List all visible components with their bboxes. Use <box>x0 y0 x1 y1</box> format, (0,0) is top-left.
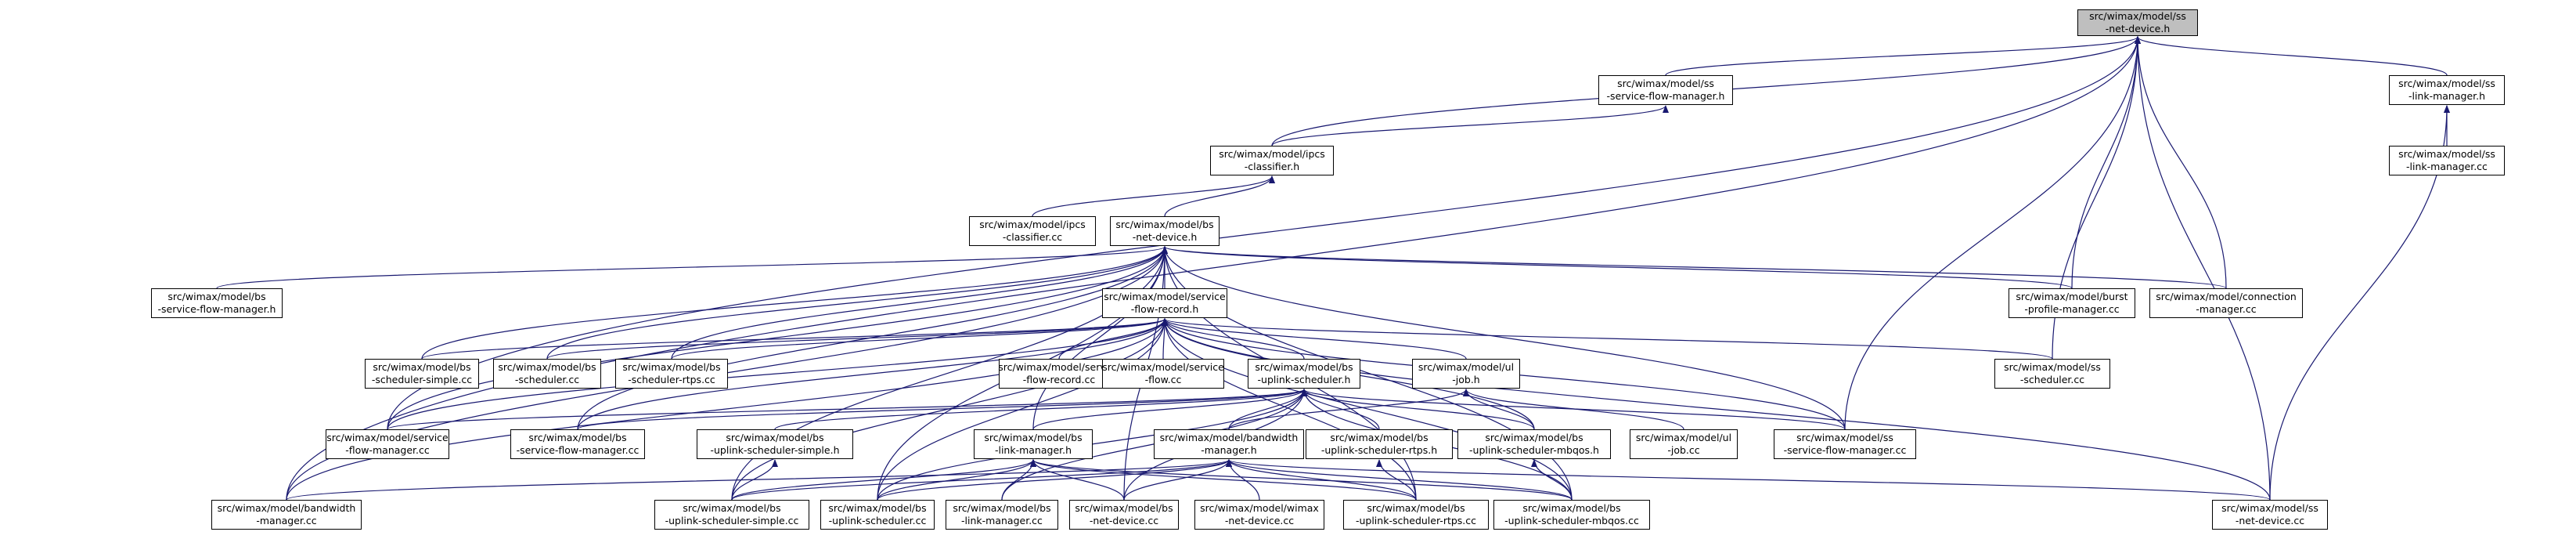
dependency-edge <box>387 389 1307 430</box>
node-ss-net-device-h: src/wimax/model/ss-net-device.h <box>2077 9 2198 36</box>
node-bs-uplink-scheduler-mbqos-cc[interactable]: src/wimax/model/bs-uplink-scheduler-mbqo… <box>1493 500 1650 530</box>
dependency-edge <box>1162 246 1846 430</box>
dependency-edge <box>1032 175 1275 217</box>
dependency-edge <box>2071 36 2141 289</box>
node-ul-job-h[interactable]: src/wimax/model/ul-job.h <box>1412 359 1520 389</box>
dependency-edge <box>546 246 1168 360</box>
dependency-edge <box>1271 105 1669 147</box>
node-service-flow-cc[interactable]: src/wimax/model/service-flow.cc <box>1102 359 1224 389</box>
dependency-edge <box>1162 318 1417 501</box>
dependency-edge <box>1226 459 1573 501</box>
node-bs-uplink-scheduler-simple-h[interactable]: src/wimax/model/bs-uplink-scheduler-simp… <box>697 429 853 459</box>
dependency-edge <box>421 318 1168 360</box>
node-bandwidth-manager-cc[interactable]: src/wimax/model/bandwidth-manager.cc <box>211 500 362 530</box>
dependency-edge <box>286 318 1168 501</box>
node-service-flow-manager-cc[interactable]: src/wimax/model/service-flow-manager.cc <box>326 429 449 459</box>
dependency-edge <box>2135 36 2271 501</box>
node-ss-service-flow-manager-cc[interactable]: src/wimax/model/ss-service-flow-manager.… <box>1774 429 1916 459</box>
node-burst-profile-manager-cc[interactable]: src/wimax/model/burst-profile-manager.cc <box>2009 288 2135 318</box>
node-ss-service-flow-manager-h[interactable]: src/wimax/model/ss-service-flow-manager.… <box>1598 75 1733 105</box>
dependency-edge <box>1162 246 2227 289</box>
dependency-edge <box>1463 389 1684 430</box>
dependency-edge <box>671 318 1168 360</box>
node-bs-link-manager-cc[interactable]: src/wimax/model/bs-link-manager.cc <box>946 500 1058 530</box>
dependency-edge <box>774 389 1307 430</box>
dependency-edge <box>731 459 1036 501</box>
dependency-edge <box>877 318 1168 501</box>
dependency-edge <box>1162 318 1573 501</box>
node-ul-job-cc[interactable]: src/wimax/model/ul-job.cc <box>1630 429 1738 459</box>
node-bs-uplink-scheduler-rtps-cc[interactable]: src/wimax/model/bs-uplink-scheduler-rtps… <box>1343 500 1489 530</box>
node-bs-uplink-scheduler-rtps-h[interactable]: src/wimax/model/bs-uplink-scheduler-rtps… <box>1306 429 1453 459</box>
node-ipcs-classifier-h[interactable]: src/wimax/model/ipcs-classifier.h <box>1210 146 1334 175</box>
node-bs-uplink-scheduler-mbqos-h[interactable]: src/wimax/model/bs-uplink-scheduler-mbqo… <box>1457 429 1611 459</box>
dependency-edge <box>1228 389 1469 430</box>
dependency-edge <box>1164 175 1275 217</box>
node-bandwidth-manager-h[interactable]: src/wimax/model/bandwidth-manager.h <box>1154 429 1304 459</box>
dependency-edge <box>1844 36 2141 430</box>
node-bs-scheduler-simple-cc[interactable]: src/wimax/model/bs-scheduler-simple.cc <box>365 359 479 389</box>
dependency-edge <box>1030 459 1417 501</box>
dependency-edge <box>1001 389 1307 501</box>
node-wimax-net-device-cc[interactable]: src/wimax/model/wimax-net-device.cc <box>1194 500 1324 530</box>
dependency-edge <box>1162 318 2271 501</box>
node-ss-net-device-cc[interactable]: src/wimax/model/ss-net-device.cc <box>2212 500 2328 530</box>
dependency-edge <box>877 459 1036 501</box>
dependency-edge <box>286 459 1232 501</box>
node-ipcs-classifier-cc[interactable]: src/wimax/model/ipcs-classifier.cc <box>969 216 1096 246</box>
node-bs-scheduler-cc[interactable]: src/wimax/model/bs-scheduler.cc <box>493 359 601 389</box>
dependency-edge <box>1162 318 2053 360</box>
dependency-edge <box>387 246 1168 430</box>
dependency-edge <box>387 36 2141 430</box>
node-bs-uplink-scheduler-h[interactable]: src/wimax/model/bs-uplink-scheduler.h <box>1248 359 1360 389</box>
dependency-edge <box>2135 36 2227 289</box>
dependency-edge <box>1665 36 2141 76</box>
dependency-edge <box>1032 246 1168 430</box>
dependency-edge <box>1162 318 1305 360</box>
dependency-edge <box>1376 459 1417 501</box>
node-bs-scheduler-rtps-cc[interactable]: src/wimax/model/bs-scheduler-rtps.cc <box>615 359 728 389</box>
dependency-edge <box>671 246 1168 360</box>
dependency-edge <box>1162 318 1467 360</box>
dependency-edge <box>387 318 1168 430</box>
dependency-edge <box>577 389 1307 430</box>
node-bs-net-device-cc[interactable]: src/wimax/model/bs-net-device.cc <box>1069 500 1179 530</box>
dependency-edge <box>1032 389 1307 430</box>
dependency-edge <box>421 246 1168 360</box>
node-service-flow-record-cc[interactable]: src/wimax/model/service-flow-record.cc <box>998 359 1120 389</box>
node-bs-service-flow-manager-h[interactable]: src/wimax/model/bs-service-flow-manager.… <box>151 288 283 318</box>
dependency-edge <box>577 318 1168 430</box>
node-bs-net-device-h[interactable]: src/wimax/model/bs-net-device.h <box>1110 216 1220 246</box>
dependency-edge <box>1226 459 1417 501</box>
dependency-edge <box>877 459 1232 501</box>
dependency-edge <box>1301 389 1535 430</box>
dependency-edge <box>1226 459 2271 501</box>
dependency-edge <box>1058 318 1168 360</box>
node-bs-uplink-scheduler-simple-cc[interactable]: src/wimax/model/bs-uplink-scheduler-simp… <box>654 500 809 530</box>
dependency-edge <box>546 318 1168 360</box>
node-bs-uplink-scheduler-cc[interactable]: src/wimax/model/bs-uplink-scheduler.cc <box>820 500 935 530</box>
dependency-edge <box>216 246 1168 289</box>
dependency-edge <box>1001 459 1036 501</box>
dependency-edge <box>286 36 2141 501</box>
node-service-flow-record-h[interactable]: src/wimax/model/service-flow-record.h <box>1102 288 1227 318</box>
dependency-edge <box>731 459 1232 501</box>
node-ss-link-manager-h[interactable]: src/wimax/model/ss-link-manager.h <box>2389 75 2505 105</box>
dependency-edge <box>1030 459 1573 501</box>
dependency-edge <box>1030 459 1125 501</box>
node-bs-link-manager-h[interactable]: src/wimax/model/bs-link-manager.h <box>974 429 1093 459</box>
node-ss-link-manager-cc[interactable]: src/wimax/model/ss-link-manager.cc <box>2389 146 2505 175</box>
node-bs-service-flow-manager-cc[interactable]: src/wimax/model/bs-service-flow-manager.… <box>510 429 645 459</box>
dependency-edge <box>2135 36 2448 76</box>
dependency-edge <box>1162 246 2073 289</box>
node-connection-manager-cc[interactable]: src/wimax/model/connection-manager.cc <box>2149 288 2303 318</box>
node-ss-scheduler-cc[interactable]: src/wimax/model/ss-scheduler.cc <box>1994 359 2110 389</box>
dependency-edge <box>1123 459 1232 501</box>
dependency-edge <box>731 318 1168 501</box>
dependency-edge <box>1531 459 1573 501</box>
